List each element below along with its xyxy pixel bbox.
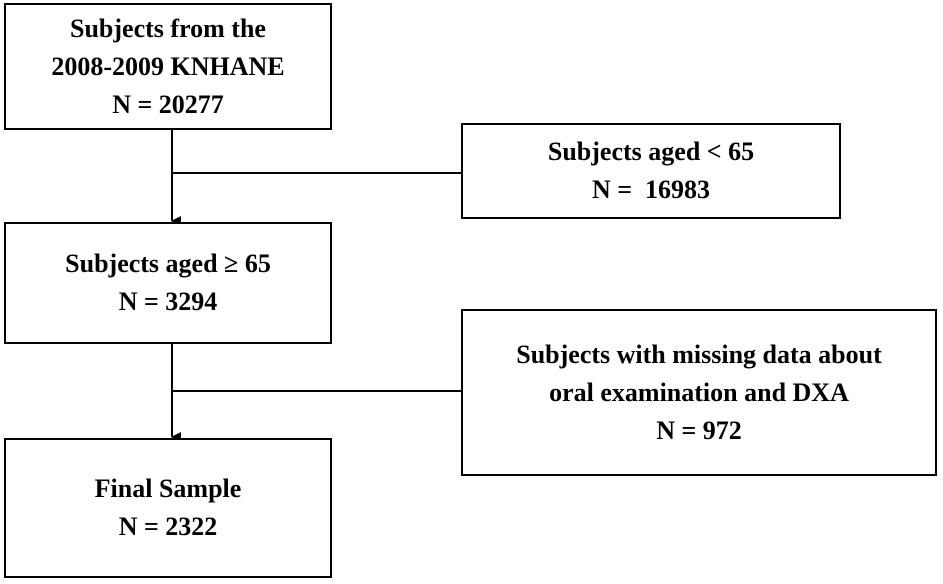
- final-sample-box: Final Sample N = 2322: [4, 438, 332, 578]
- final-sample-label: Final Sample: [94, 474, 242, 503]
- exclusion-missing-count: N = 972: [656, 415, 742, 445]
- exclusion-missing-data-box: Subjects with missing data about oral ex…: [461, 309, 937, 476]
- elderly-count: N = 3294: [118, 287, 218, 316]
- elderly-subjects-box: Subjects aged ≥ 65 N = 3294: [4, 222, 332, 344]
- exclusion-age-count: N = 16983: [591, 175, 711, 204]
- exclusion-age-label: Subjects aged < 65: [547, 137, 755, 166]
- source-box-line-1: Subjects from the: [70, 13, 266, 43]
- source-box-line-2: 2008-2009 KNHANE: [51, 51, 285, 81]
- elderly-label: Subjects aged ≥ 65: [65, 249, 271, 278]
- source-population-box: Subjects from the 2008-2009 KNHANE N = 2…: [4, 3, 332, 130]
- exclusion-missing-line-1: Subjects with missing data about: [516, 339, 882, 369]
- exclusion-missing-line-2: oral examination and DXA: [549, 377, 849, 407]
- final-sample-count: N = 2322: [118, 512, 218, 541]
- exclusion-age-box: Subjects aged < 65 N = 16983: [461, 123, 841, 219]
- source-box-count: N = 20277: [112, 89, 224, 119]
